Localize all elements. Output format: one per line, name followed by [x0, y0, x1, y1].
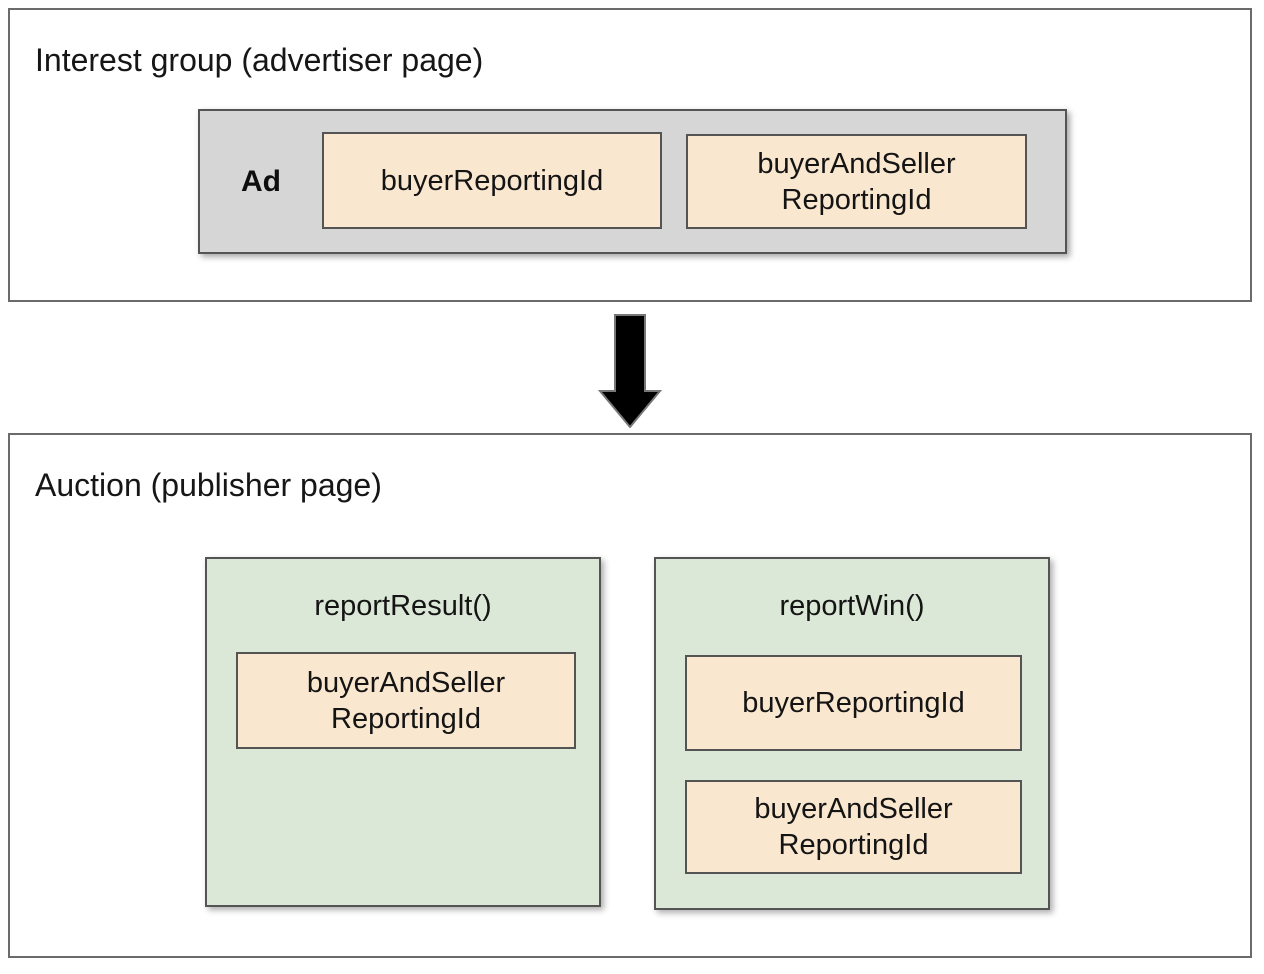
- report-result-box: reportResult() buyerAndSeller ReportingI…: [205, 557, 601, 907]
- interest-group-section: Interest group (advertiser page) Ad buye…: [8, 8, 1252, 302]
- field-buyer-reporting-id: buyerReportingId: [322, 132, 662, 229]
- report-win-box: reportWin() buyerReportingId buyerAndSel…: [654, 557, 1050, 910]
- report-win-title: reportWin(): [779, 590, 925, 622]
- interest-group-title: Interest group (advertiser page): [35, 42, 484, 78]
- auction-section: Auction (publisher page) reportResult() …: [8, 433, 1252, 958]
- field-buyer-and-seller-reporting-id: buyerAndSeller ReportingId: [236, 652, 576, 749]
- field-buyer-and-seller-reporting-id: buyerAndSeller ReportingId: [685, 780, 1022, 874]
- ad-box: Ad buyerReportingId buyerAndSeller Repor…: [198, 109, 1067, 254]
- down-arrow-icon: [597, 314, 663, 429]
- field-buyer-and-seller-reporting-id: buyerAndSeller ReportingId: [686, 134, 1027, 229]
- ad-label: Ad: [241, 164, 281, 198]
- field-buyer-reporting-id: buyerReportingId: [685, 655, 1022, 751]
- auction-title: Auction (publisher page): [35, 467, 382, 503]
- report-result-title: reportResult(): [314, 590, 492, 622]
